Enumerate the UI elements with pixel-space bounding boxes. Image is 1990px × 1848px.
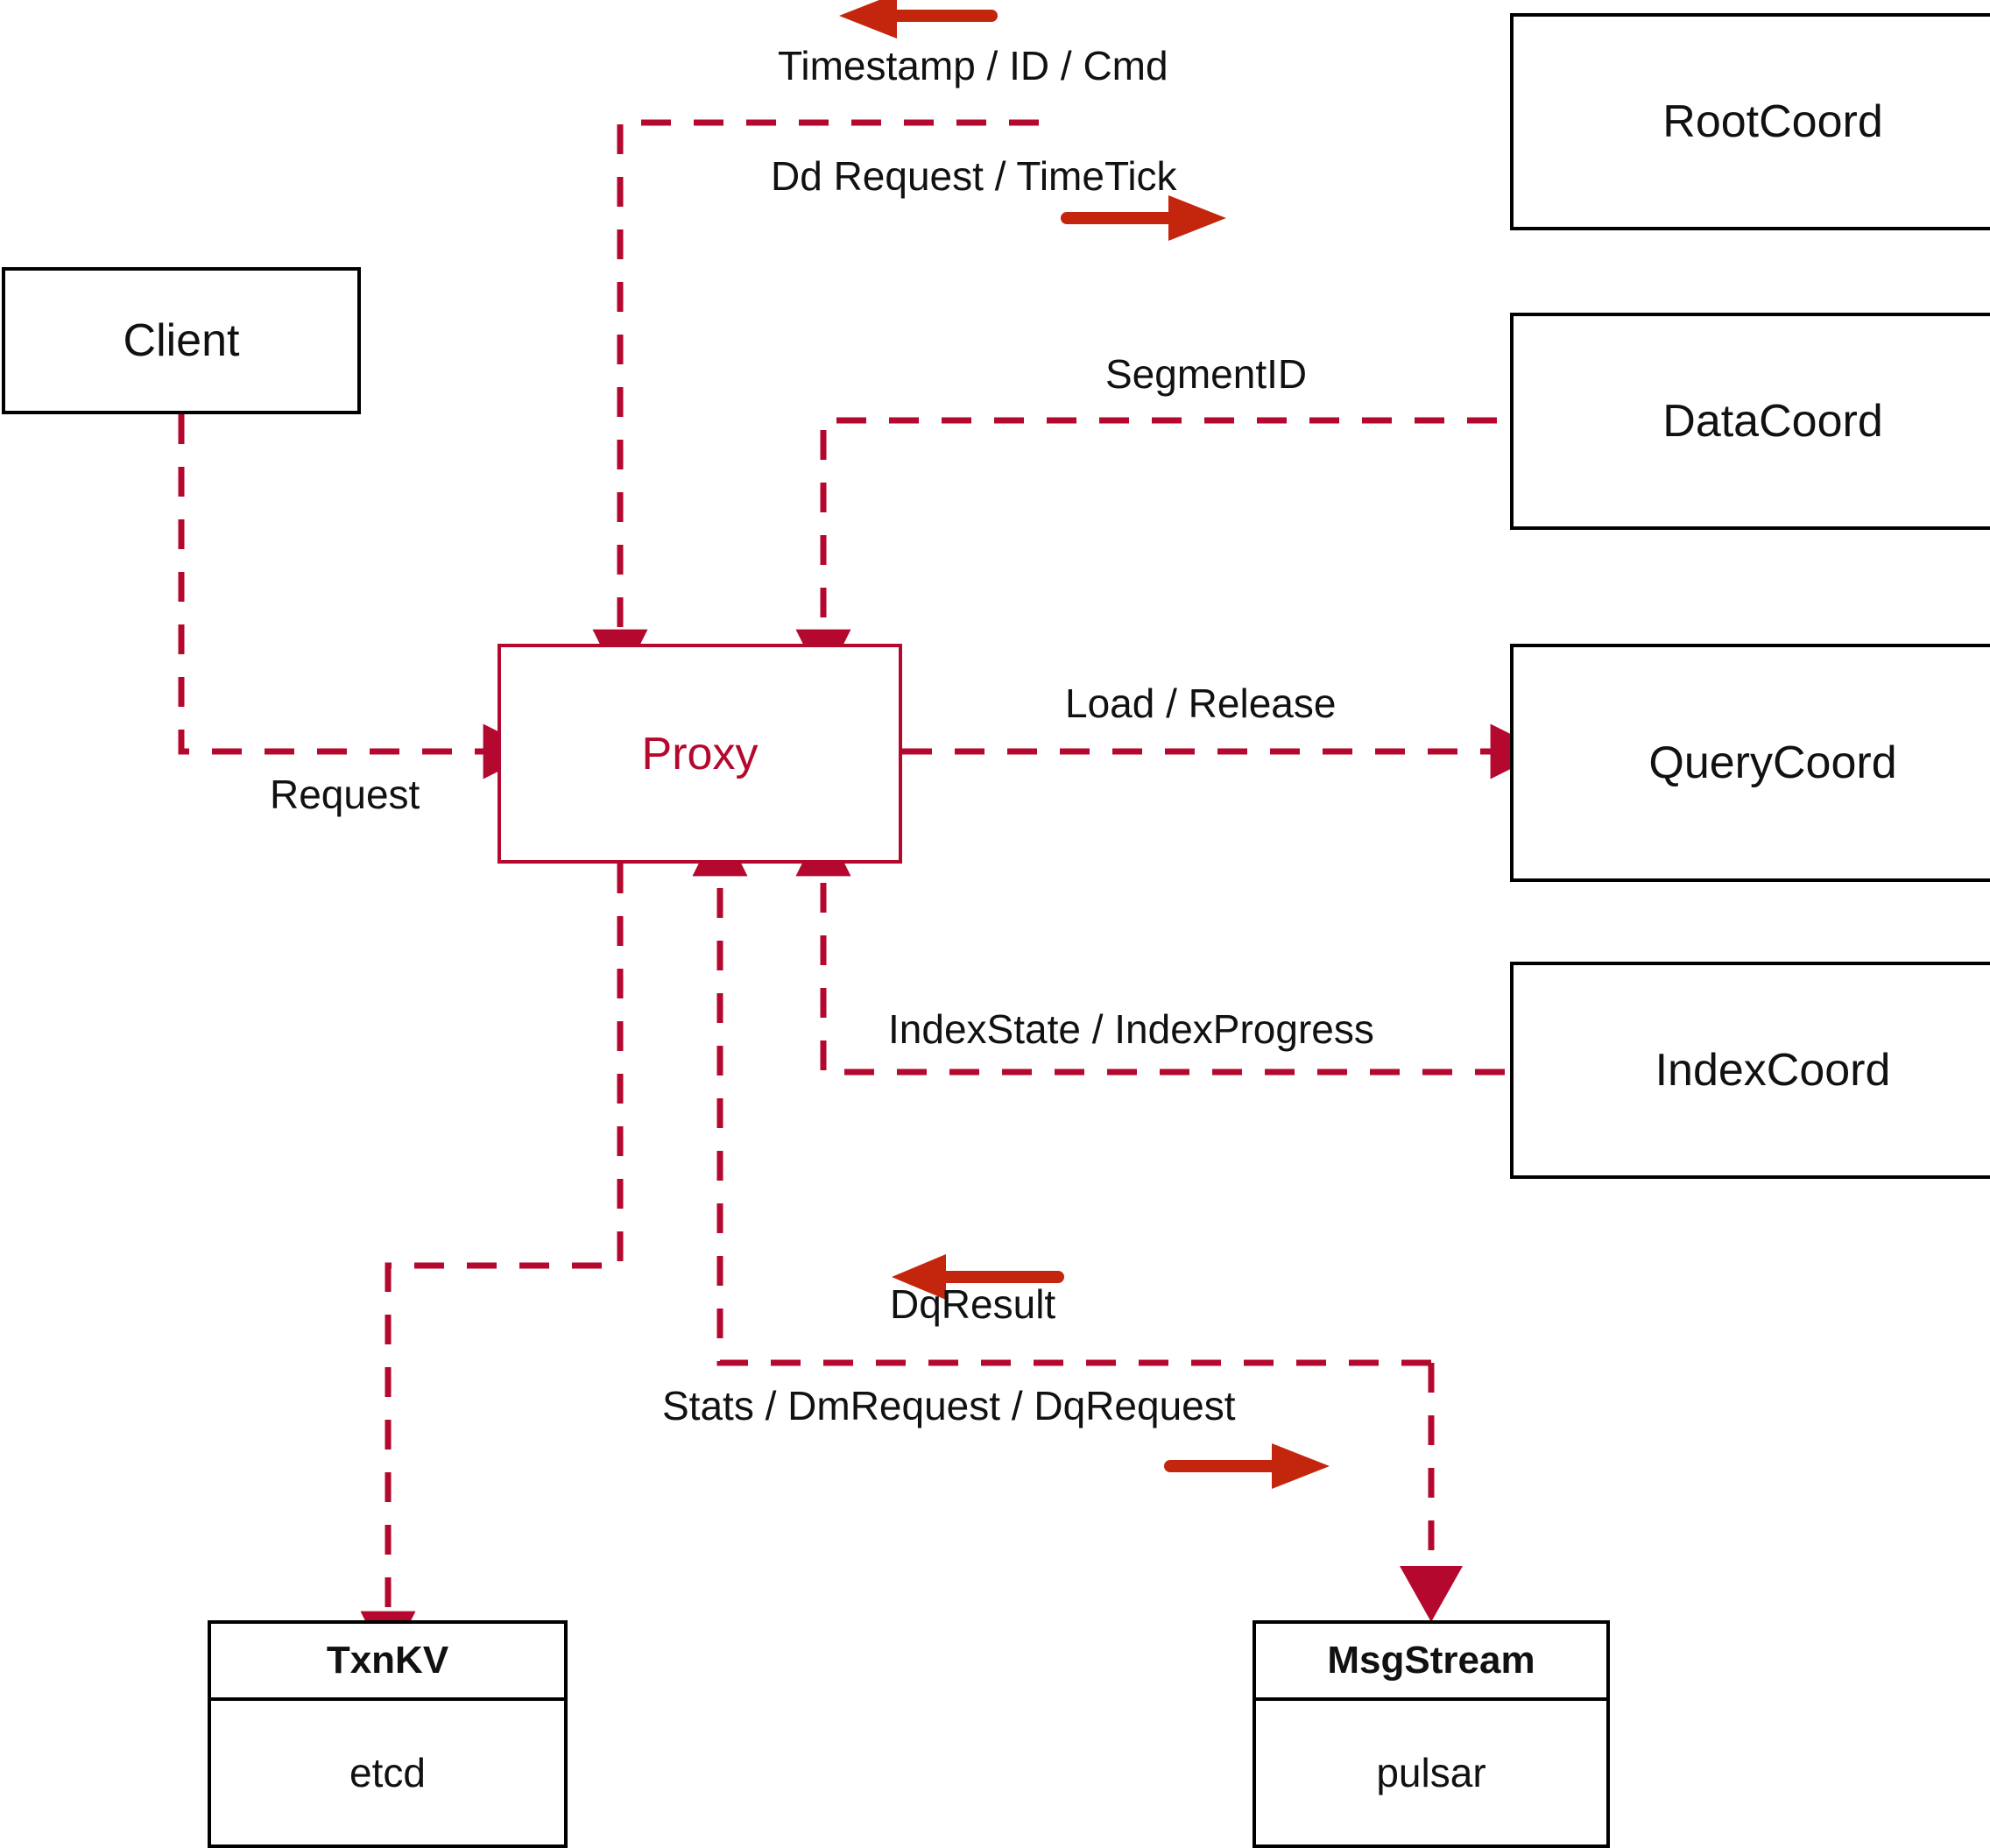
node-msgstream-body: pulsar	[1256, 1701, 1606, 1844]
node-datacoord[interactable]: DataCoord	[1510, 313, 1990, 530]
direction-arrow-dqrequest-right	[1164, 1443, 1330, 1489]
node-txnkv-header: TxnKV	[211, 1624, 564, 1701]
node-client-label: Client	[123, 315, 240, 366]
wire-msgstream-to-proxy	[692, 821, 1431, 1366]
node-rootcoord[interactable]: RootCoord	[1510, 13, 1990, 230]
node-msgstream-header: MsgStream	[1256, 1624, 1606, 1701]
node-txnkv-body: etcd	[211, 1701, 564, 1844]
node-client[interactable]: Client	[2, 267, 361, 414]
edge-label-dd-request-timetick: Dd Request / TimeTick	[771, 153, 1177, 199]
node-indexcoord[interactable]: IndexCoord	[1510, 962, 1990, 1179]
node-msgstream[interactable]: MsgStream pulsar	[1253, 1620, 1610, 1848]
node-txnkv[interactable]: TxnKV etcd	[208, 1620, 568, 1848]
edge-label-dq-result: DqResult	[890, 1281, 1056, 1327]
arrowhead-into-msgstream	[1400, 1566, 1463, 1622]
direction-arrow-ddrequest-right	[1061, 195, 1226, 241]
node-querycoord-label: QueryCoord	[1648, 737, 1897, 788]
edge-label-segment-id: SegmentID	[1105, 351, 1308, 397]
edge-label-request: Request	[270, 772, 420, 817]
node-querycoord[interactable]: QueryCoord	[1510, 644, 1990, 882]
wire-datacoord-to-proxy	[795, 417, 1497, 685]
wire-proxy-to-msgstream	[360, 864, 624, 1667]
node-msgstream-impl: pulsar	[1376, 1750, 1486, 1795]
edge-label-stats-dm-dq-request: Stats / DmRequest / DqRequest	[662, 1383, 1236, 1428]
node-txnkv-title: TxnKV	[326, 1639, 449, 1682]
node-proxy[interactable]: Proxy	[498, 644, 902, 864]
direction-arrow-timestamp-left	[839, 0, 998, 39]
edge-label-timestamp-id-cmd: Timestamp / ID / Cmd	[778, 43, 1168, 88]
edge-label-index-state-progress: IndexState / IndexProgress	[888, 1006, 1374, 1052]
node-datacoord-label: DataCoord	[1662, 396, 1883, 447]
node-txnkv-impl: etcd	[349, 1750, 426, 1795]
node-rootcoord-label: RootCoord	[1662, 96, 1883, 147]
wire-client-to-proxy	[178, 414, 539, 779]
node-msgstream-title: MsgStream	[1327, 1639, 1535, 1682]
wire-rootcoord-to-proxy	[592, 119, 1039, 685]
node-indexcoord-label: IndexCoord	[1655, 1045, 1891, 1096]
node-proxy-label: Proxy	[641, 728, 759, 779]
edge-label-load-release: Load / Release	[1065, 681, 1337, 726]
